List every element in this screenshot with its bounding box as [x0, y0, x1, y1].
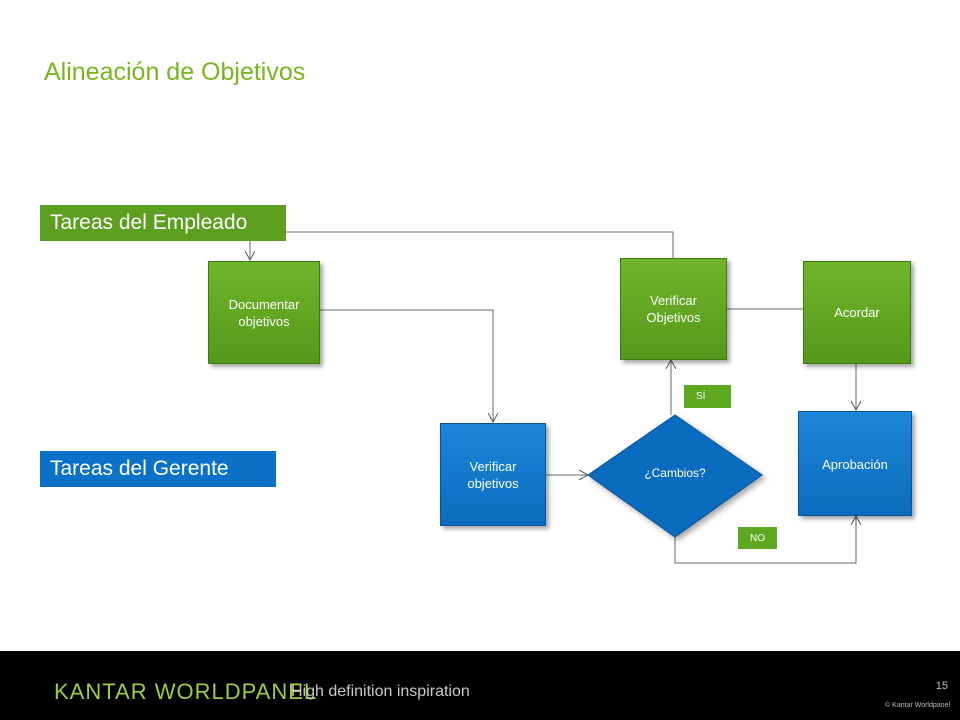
- documentar-objetivos-label: Documentar objetivos: [228, 296, 300, 329]
- acordar-label: Acordar: [834, 305, 880, 320]
- no-edge-label: NO: [738, 527, 777, 549]
- manager-lane-label: Tareas del Gerente: [40, 451, 276, 487]
- aprobacion-box: Aprobación: [798, 411, 912, 516]
- verificar-objetivos-employee-label: Verificar Objetivos: [646, 293, 701, 325]
- footer-slogan: High definition inspiration: [291, 683, 470, 700]
- verificar-objetivos-manager-box: Verificar objetivos: [440, 423, 546, 526]
- aprobacion-label: Aprobación: [822, 457, 888, 472]
- si-edge-label: SÍ: [684, 385, 731, 408]
- verificar-objetivos-manager-label: Verificar objetivos: [467, 458, 519, 491]
- edge-lane-to-verificar: [286, 231, 674, 258]
- page-title: Alineación de Objetivos: [44, 58, 306, 86]
- documentar-objetivos-box: Documentar objetivos: [208, 261, 320, 364]
- copyright-notice: © Kantar Worldpanel: [885, 702, 950, 709]
- acordar-box: Acordar: [803, 261, 911, 364]
- connector-lines: [0, 231, 960, 564]
- kantar-worldpanel-logo: KANTAR WORLDPANEL: [54, 679, 318, 704]
- page-number: 15: [935, 680, 948, 692]
- edge-cambios-to-aprobacion-no: [674, 516, 856, 564]
- employee-lane-label: Tareas del Empleado: [40, 205, 286, 241]
- edge-documentar-to-verificar: [320, 309, 493, 422]
- cambios-diamond: [587, 414, 763, 538]
- footer-bar: [0, 651, 960, 720]
- cambios-label: ¿Cambios?: [644, 466, 706, 480]
- verificar-objetivos-employee-box: Verificar Objetivos: [620, 258, 727, 360]
